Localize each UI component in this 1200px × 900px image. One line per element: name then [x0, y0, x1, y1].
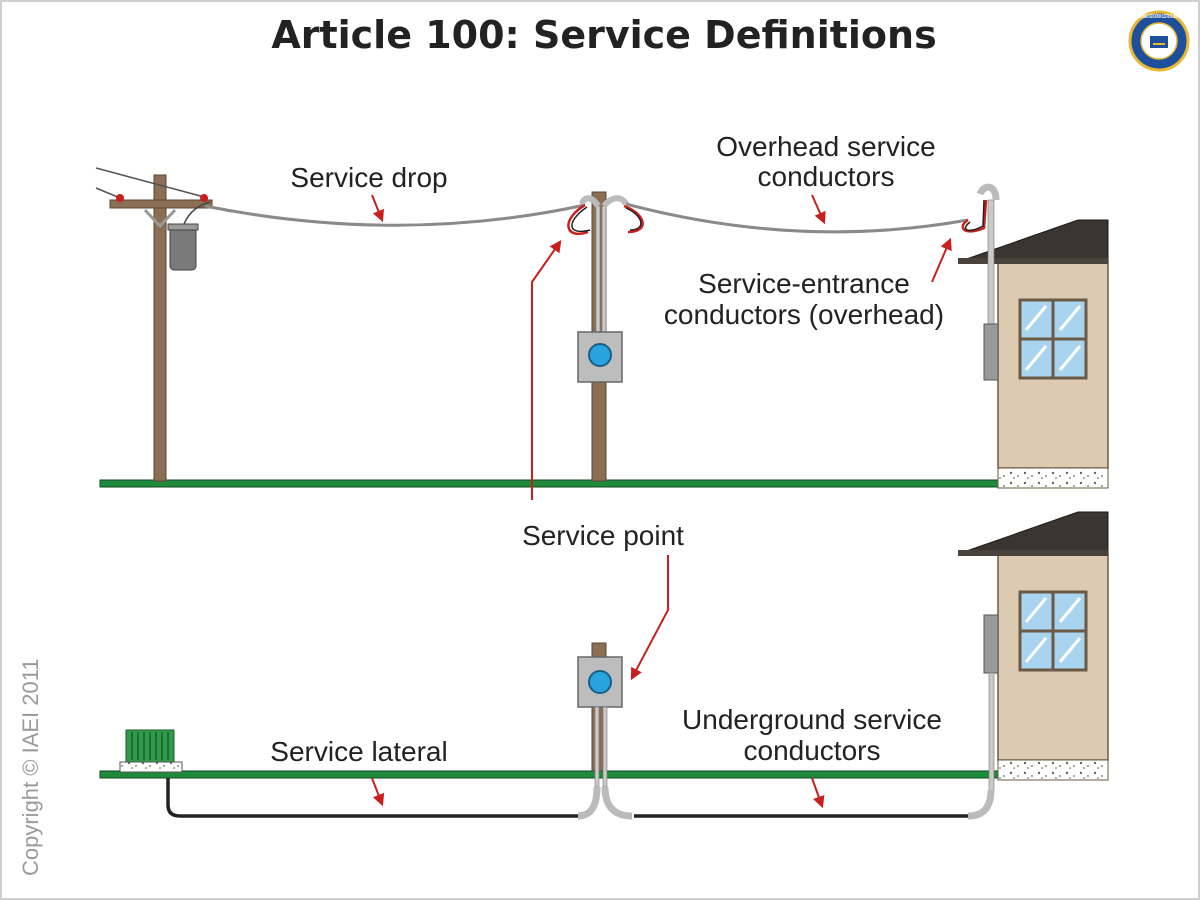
- label-service-point: Service point: [522, 520, 684, 551]
- house-window-bottom: [1018, 590, 1088, 672]
- arrow-underground-service-conductors: [811, 777, 825, 809]
- overhead-scene: [95, 167, 1109, 489]
- pole-transformer: [167, 201, 211, 271]
- utility-pole: [95, 167, 213, 482]
- pad-mount-transformer: [119, 729, 183, 773]
- label-overhead-service-conductors-2: conductors: [758, 161, 895, 192]
- label-service-drop: Service drop: [290, 162, 447, 193]
- meter-dial-underground: [588, 670, 612, 694]
- label-service-entrance-conductors-2: conductors (overhead): [664, 299, 944, 330]
- house-window-top: [1018, 298, 1088, 380]
- label-service-lateral: Service lateral: [270, 736, 447, 767]
- meter-dial-overhead: [588, 343, 612, 367]
- arrow-service-entrance-conductors: [931, 237, 952, 283]
- label-overhead-service-conductors-1: Overhead service: [716, 131, 935, 162]
- meter-post-underground: [577, 642, 633, 820]
- house-overhead: [957, 183, 1109, 489]
- arrow-service-drop: [371, 194, 385, 223]
- service-drop-cable: [204, 203, 586, 227]
- label-underground-service-conductors-1: Underground service: [682, 704, 942, 735]
- ground-line-underground: [99, 770, 1001, 779]
- overhead-service-conductors-cable: [625, 202, 969, 234]
- iaei-seal-logo: INTERNATIONAL ASSOCIATION ELECTRICAL INS…: [1128, 10, 1190, 72]
- arrow-service-lateral: [371, 777, 385, 807]
- customer-meter-pole: [567, 191, 644, 482]
- arrow-overhead-service-conductors: [811, 194, 826, 225]
- arrow-service-point-underground: [630, 555, 669, 681]
- house-underground: [957, 511, 1109, 820]
- label-service-entrance-conductors-1: Service-entrance: [698, 268, 910, 299]
- arrows: [371, 194, 952, 809]
- page-title: Article 100: Service Definitions: [271, 13, 936, 57]
- ground-line-overhead: [99, 479, 1001, 488]
- service-lateral-cable: [166, 778, 580, 818]
- copyright-text: Copyright © IAEI 2011: [18, 658, 43, 876]
- label-underground-service-conductors-2: conductors: [744, 735, 881, 766]
- seal-text: INTERNATIONAL ASSOCIATION ELECTRICAL INS…: [1133, 14, 1185, 20]
- arrow-service-point-overhead: [531, 240, 562, 500]
- underground-scene: [99, 511, 1109, 820]
